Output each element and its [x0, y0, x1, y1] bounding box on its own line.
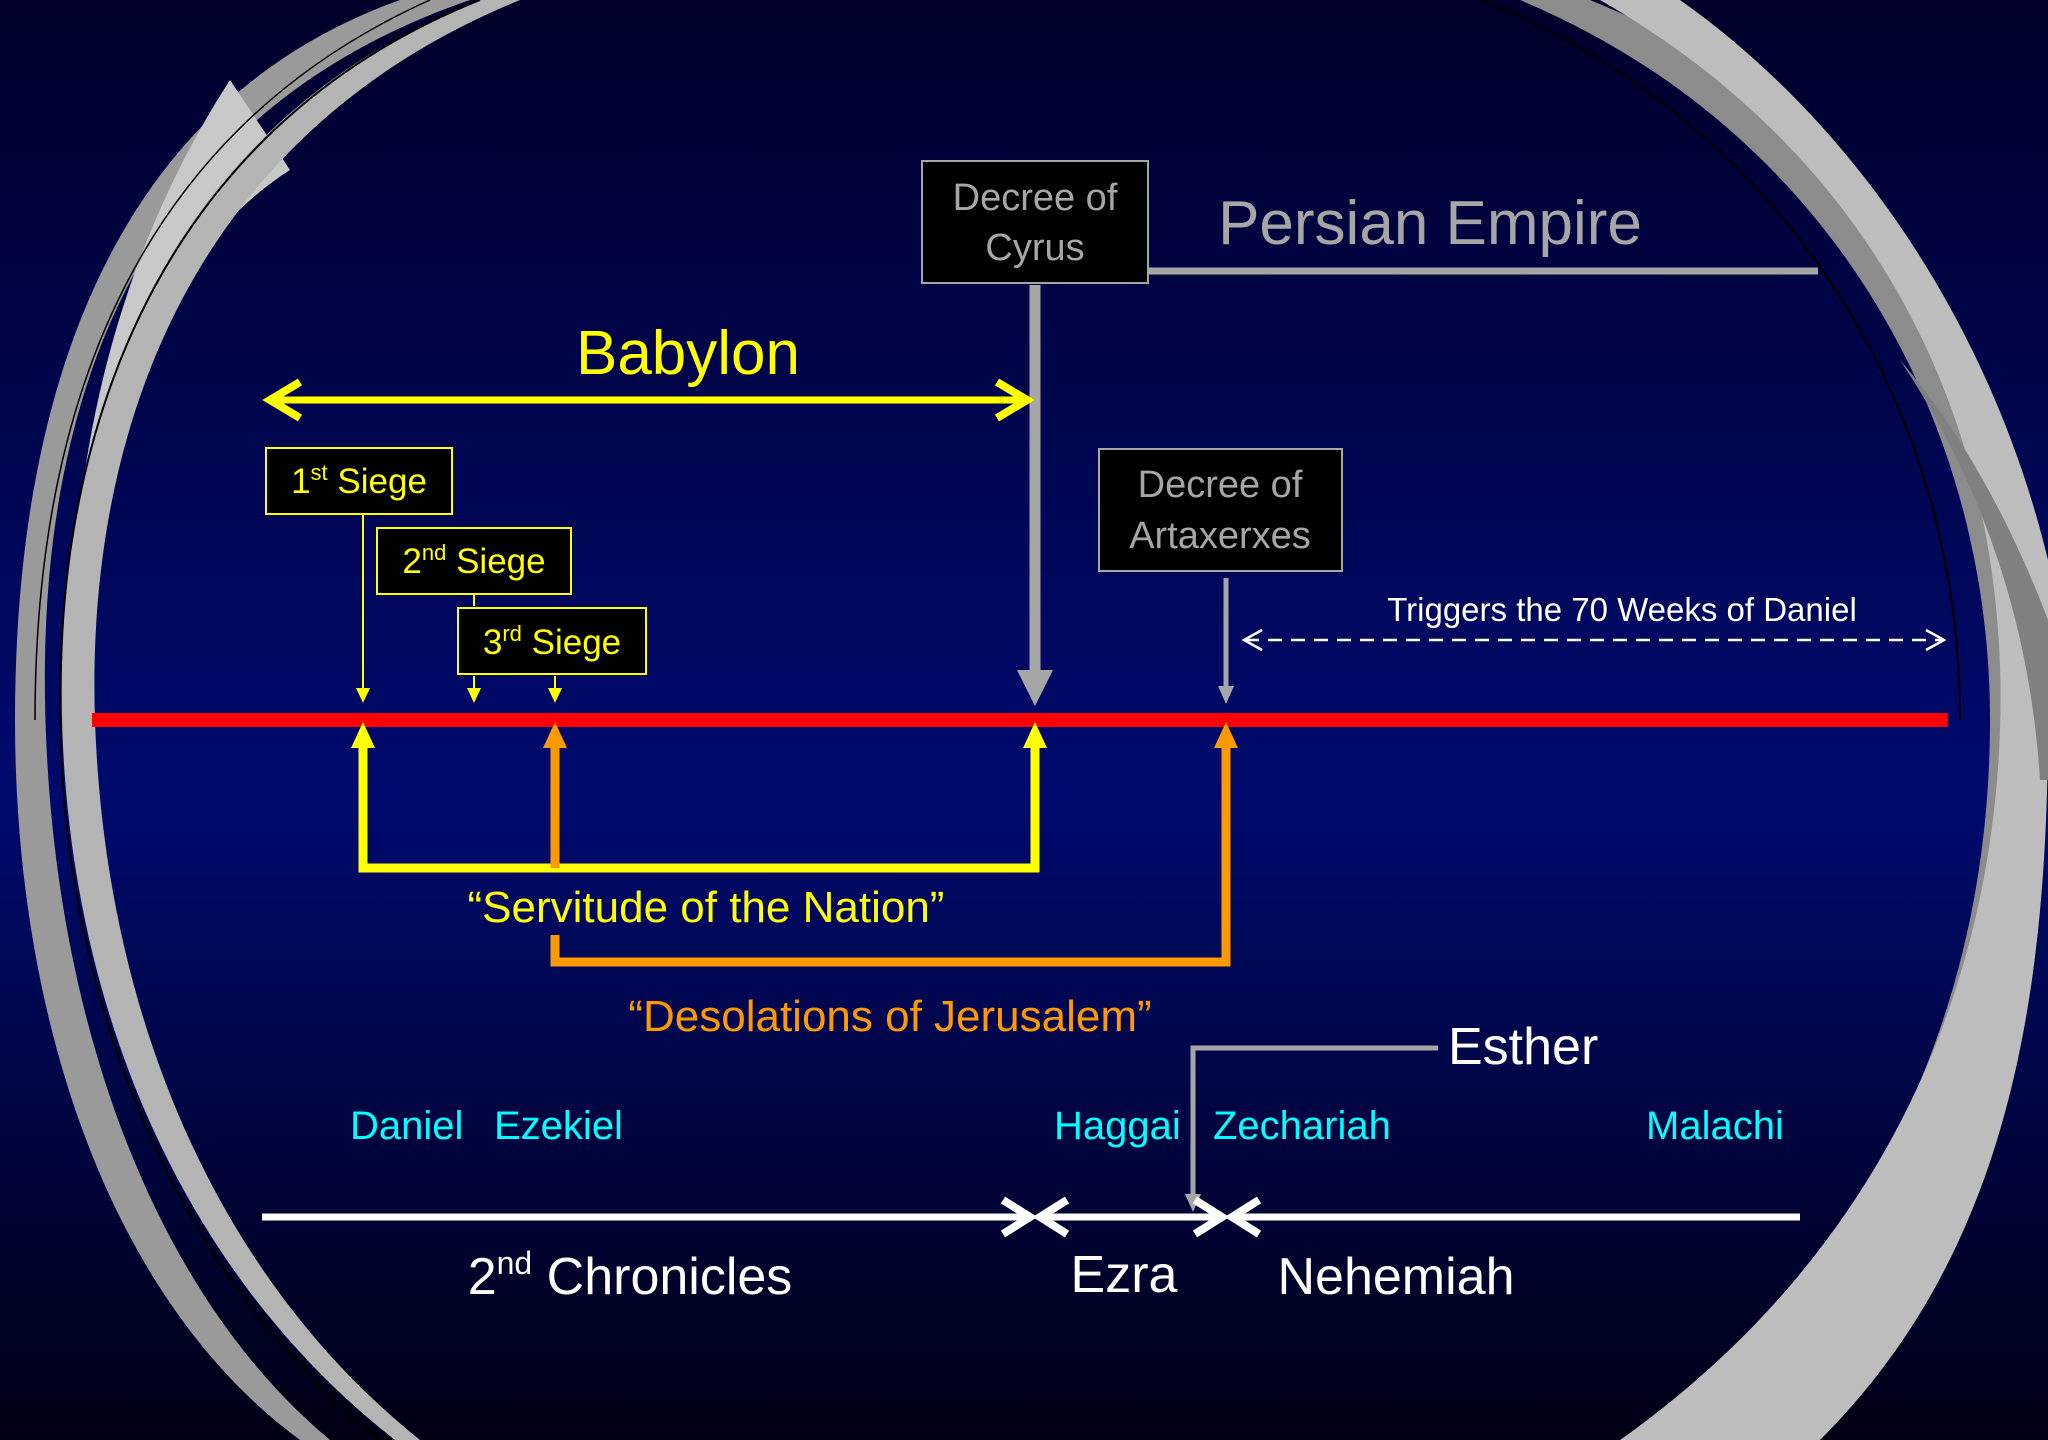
ezra-left-arrowhead: [1032, 1196, 1070, 1238]
siege-1-suffix: st: [311, 460, 328, 485]
prophet-zechariah: Zechariah: [1213, 1104, 1391, 1148]
desolations-right-arrowhead: [1214, 722, 1238, 748]
servitude-bracket: [358, 745, 1040, 873]
siege-2-suffix: nd: [422, 540, 446, 565]
triggers-70-weeks-label: Triggers the 70 Weeks of Daniel: [1387, 591, 1857, 628]
siege-3-box: 3rd Siege: [457, 607, 647, 675]
decree-of-artaxerxes-line2: Artaxerxes: [1129, 515, 1311, 557]
servitude-label: “Servitude of the Nation”: [468, 883, 945, 932]
babylon-label: Babylon: [576, 319, 800, 388]
siege-3-number: 3: [483, 623, 502, 662]
svg-text:2nd Siege: 2nd Siege: [402, 540, 545, 581]
siege-2-number: 2: [402, 542, 421, 581]
siege-2-arrowhead: [467, 688, 481, 703]
artaxerxes-arrow-head: [1218, 686, 1234, 704]
triggers-right-arrowhead: [1925, 628, 1947, 652]
decree-of-cyrus-line2: Cyrus: [985, 227, 1084, 269]
decree-of-cyrus-box: Decree of Cyrus: [921, 160, 1149, 284]
persian-empire-label: Persian Empire: [1218, 189, 1642, 258]
siege-3-suffix: rd: [502, 621, 522, 646]
siege-2-label: Siege: [446, 542, 545, 581]
babylon-right-arrowhead: [994, 378, 1035, 422]
siege-1-number: 1: [291, 462, 310, 501]
triggers-left-arrowhead: [1241, 628, 1263, 652]
ezra-right-arrowhead: [1192, 1196, 1230, 1238]
book-chronicles-label: Chronicles: [532, 1248, 792, 1306]
book-nehemiah: Nehemiah: [1277, 1248, 1514, 1306]
siege-1-arrowhead: [356, 688, 370, 703]
desolations-bracket: [550, 745, 1231, 967]
svg-text:3rd Siege: 3rd Siege: [483, 621, 621, 662]
siege-1-label: Siege: [328, 462, 427, 501]
prophet-haggai: Haggai: [1054, 1104, 1181, 1148]
cyrus-arrow-head: [1017, 670, 1053, 706]
servitude-left-arrowhead: [351, 722, 375, 748]
decree-of-artaxerxes-box: Decree of Artaxerxes: [1098, 448, 1343, 572]
desolations-label: “Desolations of Jerusalem”: [628, 992, 1151, 1041]
desolations-left-arrowhead: [543, 722, 567, 748]
babylon-left-arrowhead: [262, 378, 303, 422]
svg-text:1st Siege: 1st Siege: [291, 460, 427, 501]
siege-3-arrowhead: [548, 688, 562, 703]
siege-1-box: 1st Siege: [265, 447, 453, 515]
siege-2-box: 2nd Siege: [376, 527, 572, 595]
book-ezra: Ezra: [1071, 1246, 1178, 1304]
book-2nd-chronicles: 2nd Chronicles: [468, 1245, 793, 1306]
decree-of-cyrus-line1: Decree of: [953, 177, 1118, 219]
prophet-daniel: Daniel: [350, 1104, 463, 1148]
decorative-ring: [15, 0, 2048, 1440]
book-chronicles-number: 2: [468, 1248, 497, 1306]
decree-of-artaxerxes-line1: Decree of: [1138, 464, 1303, 506]
prophet-malachi: Malachi: [1646, 1104, 1784, 1148]
chronicles-right-arrowhead: [1000, 1196, 1038, 1238]
main-timeline: [92, 713, 1948, 727]
nehemiah-left-arrowhead: [1224, 1196, 1262, 1238]
prophet-ezekiel: Ezekiel: [494, 1104, 623, 1148]
esther-pointer-line: [1190, 1045, 1438, 1198]
esther-label: Esther: [1448, 1018, 1598, 1076]
servitude-right-arrowhead: [1023, 722, 1047, 748]
book-chronicles-suffix: nd: [497, 1245, 533, 1281]
siege-3-label: Siege: [522, 623, 621, 662]
